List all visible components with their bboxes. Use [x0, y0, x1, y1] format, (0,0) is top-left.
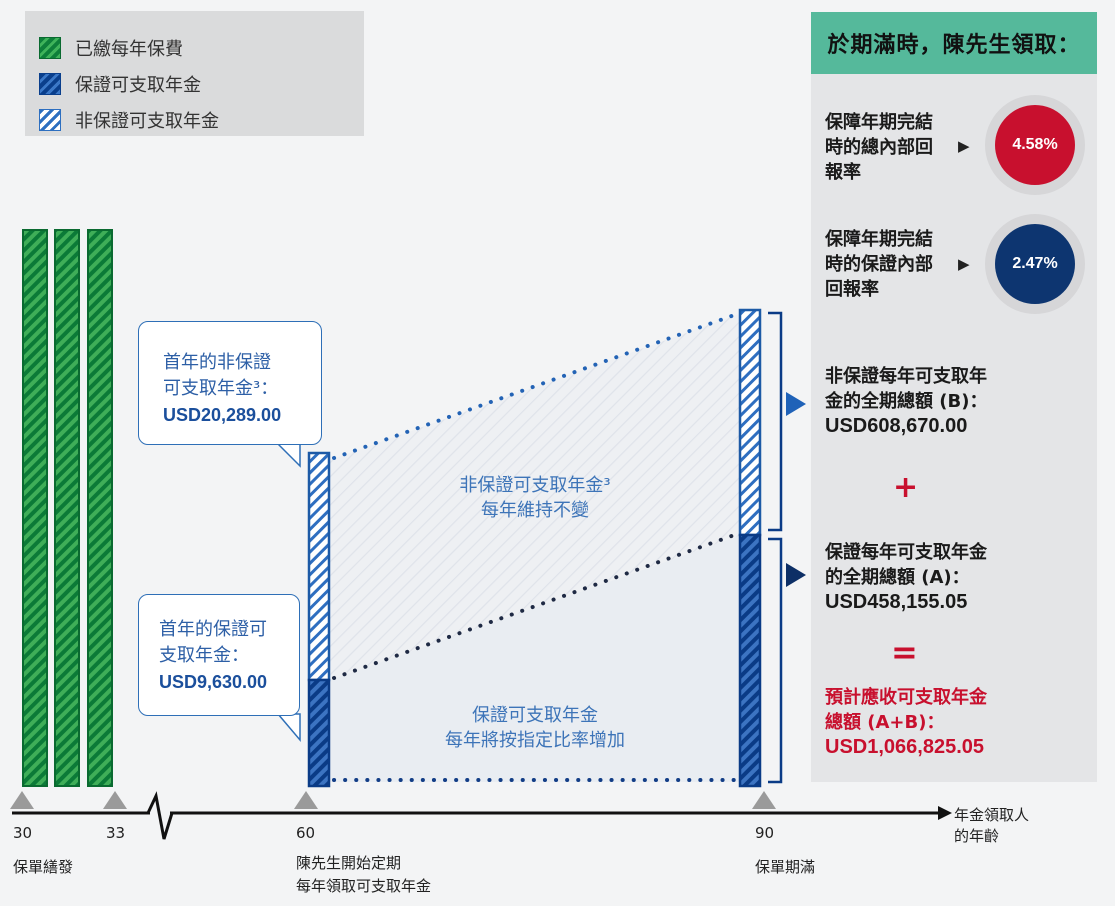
irr-guaranteed-label: 保障年期完結 時的保證內部 回報率: [825, 227, 933, 302]
age90-bar: [738, 308, 762, 788]
caption-line: 陳先生開始定期: [296, 854, 402, 872]
irr-guaranteed-badge: 2.47%: [995, 224, 1075, 304]
blue-swatch-icon: [39, 73, 61, 95]
callout-line: 可支取年金³：: [163, 378, 279, 399]
premium-bar: [87, 229, 113, 787]
tick-caption-30: 保單繕發: [13, 858, 74, 876]
axis-arrow-icon: [938, 806, 952, 820]
age-axis: [10, 791, 952, 840]
premium-bar: [22, 229, 48, 787]
bracket-guaranteed: [768, 537, 783, 784]
description-line: 每年將按指定比率增加: [445, 730, 625, 751]
label-line: 金的全期總額 (B)：: [825, 391, 988, 412]
tick-marker: [103, 791, 127, 809]
tick-label-33: 33: [106, 824, 126, 842]
callout-tail: [276, 713, 301, 743]
label-line: 保障年期完結: [825, 112, 933, 133]
label-line: 時的保證內部: [825, 254, 933, 275]
tick-label-90: 90: [755, 824, 775, 842]
striped-swatch-icon: [39, 109, 61, 131]
callout-tail: [276, 443, 301, 468]
panel-title: 於期滿時，陳先生領取：: [811, 12, 1097, 74]
non-guaranteed-description: 非保證可支取年金³ 每年維持不變: [395, 473, 675, 523]
tick-marker: [10, 791, 34, 809]
arrow-right-icon: [786, 392, 806, 416]
amount-value: USD1,066,825.05: [825, 736, 985, 758]
tick-label-60: 60: [296, 824, 316, 842]
amount-value: USD608,670.00: [825, 415, 968, 437]
callout-amount: USD9,630.00: [159, 672, 268, 692]
legend-item-guaranteed: 保證可支取年金: [39, 72, 201, 96]
premium-bar: [54, 229, 80, 787]
triangle-right-icon: ▶: [958, 255, 970, 273]
plus-icon: +: [893, 470, 919, 505]
axis-end-line: 年金領取人: [954, 806, 1030, 824]
bracket-non-guaranteed: [768, 311, 783, 532]
label-line: 報率: [825, 162, 861, 183]
irr-total-label: 保障年期完結 時的總內部回 報率: [825, 110, 933, 185]
non-guaranteed-area: [330, 313, 742, 680]
tick-caption-90: 保單期滿: [755, 858, 816, 876]
triangle-right-icon: ▶: [958, 137, 970, 155]
legend-item-premium: 已繳每年保費: [39, 36, 183, 60]
callout-line: 首年的保證可: [159, 619, 267, 640]
label-line: 時的總內部回: [825, 137, 933, 158]
legend: 已繳每年保費 保證可支取年金 非保證可支取年金: [25, 11, 364, 136]
label-line: 回報率: [825, 279, 879, 300]
tick-marker: [752, 791, 776, 809]
guaranteed-total: 保證每年可支取年金 的全期總額 (A)： USD458,155.05: [825, 540, 987, 615]
caption-line: 每年領取可支取年金: [296, 877, 432, 895]
guaranteed-description: 保證可支取年金 每年將按指定比率增加: [395, 703, 675, 753]
label-line: 總額 (A+B)：: [825, 712, 945, 733]
label-line: 的全期總額 (A)：: [825, 567, 970, 588]
axis-end-line: 的年齡: [954, 827, 1000, 845]
arrow-right-icon: [786, 563, 806, 587]
non-guaranteed-first-year-callout: 首年的非保證 可支取年金³： USD20,289.00: [138, 321, 322, 445]
age60-bar: [307, 451, 331, 788]
label-line: 非保證每年可支取年: [825, 366, 987, 387]
guaranteed-first-year-callout: 首年的保證可 支取年金： USD9,630.00: [138, 594, 300, 716]
green-swatch-icon: [39, 37, 61, 59]
irr-total-badge: 4.58%: [995, 105, 1075, 185]
label-line: 保障年期完結: [825, 229, 933, 250]
legend-item-non-guaranteed: 非保證可支取年金: [39, 108, 219, 132]
label-line: 保證每年可支取年金: [825, 542, 987, 563]
description-line: 保證可支取年金: [472, 705, 598, 726]
irr-total-ring: 4.58%: [985, 95, 1085, 195]
callout-amount: USD20,289.00: [163, 405, 282, 425]
guaranteed-area: [330, 535, 742, 782]
projected-total: 預計應收可支取年金 總額 (A+B)： USD1,066,825.05: [825, 685, 987, 760]
premium-bars: [22, 229, 113, 787]
description-line: 每年維持不變: [481, 500, 589, 521]
equals-icon: =: [891, 633, 918, 671]
tick-marker: [294, 791, 318, 809]
callout-line: 支取年金：: [159, 645, 249, 666]
irr-guaranteed-ring: 2.47%: [985, 214, 1085, 314]
label-line: 預計應收可支取年金: [825, 687, 987, 708]
legend-label: 已繳每年保費: [75, 39, 183, 60]
tick-caption-60: 陳先生開始定期 每年領取可支取年金: [296, 852, 431, 898]
amount-value: USD458,155.05: [825, 591, 968, 613]
callout-line: 首年的非保證: [163, 352, 271, 373]
axis-end-label: 年金領取人 的年齡: [954, 805, 1029, 847]
tick-label-30: 30: [13, 824, 33, 842]
non-guaranteed-total: 非保證每年可支取年 金的全期總額 (B)： USD608,670.00: [825, 364, 987, 439]
legend-label: 保證可支取年金: [75, 75, 201, 96]
description-line: 非保證可支取年金³: [459, 475, 611, 496]
legend-label: 非保證可支取年金: [75, 111, 219, 132]
